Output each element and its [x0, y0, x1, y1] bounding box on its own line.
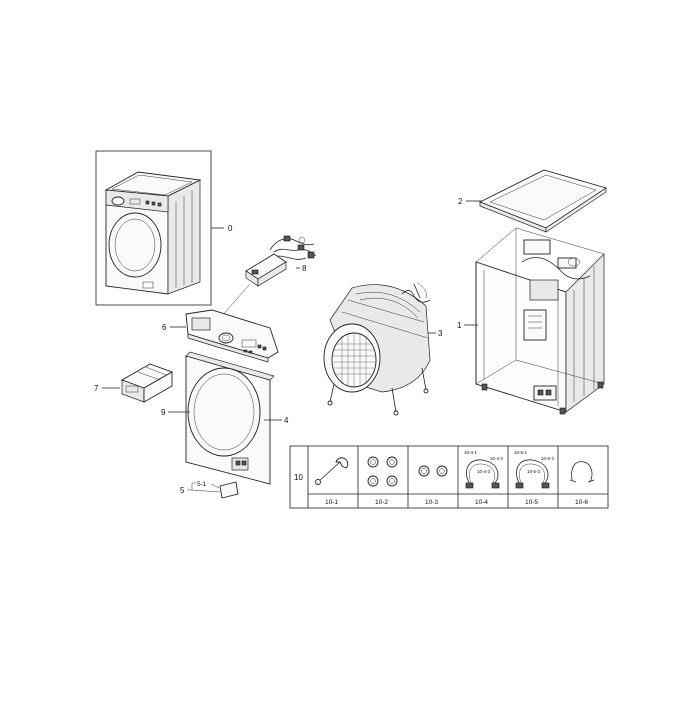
part-8-control-module: 8: [219, 235, 317, 319]
callout-6: 6: [162, 323, 167, 332]
callout-7: 7: [94, 384, 99, 393]
callout-4: 4: [284, 416, 289, 425]
detergent-handle-opening: [191, 317, 211, 331]
accessory-table-border: [289, 445, 609, 509]
hot-water-hose-illustration: 10-5-1 10-5-2 10-5-3: [514, 450, 555, 489]
caps-illustration: [367, 456, 398, 487]
accessory-col-10-5: 10-5: [525, 499, 538, 506]
assembled-washer-view: 0: [95, 150, 233, 306]
part-7-detergent-drawer: 7: [94, 363, 174, 403]
accessory-col-10-4: 10-4: [475, 499, 488, 506]
part-5-filter-cap: 5-1 5: [180, 481, 239, 499]
part-6-control-panel: 6: [162, 309, 279, 363]
washer-control-strip: [105, 189, 169, 213]
part-1-cabinet: 1: [457, 227, 605, 415]
callout-2: 2: [458, 197, 463, 206]
front-door-ring: [187, 367, 261, 457]
part-3-tub-assembly: 3: [323, 282, 443, 416]
spanner-illustration: [315, 457, 349, 485]
display-window: [241, 339, 257, 348]
small-caps-illustration: [418, 465, 448, 477]
hose-label-10-4-1: 10-4-1: [464, 450, 478, 455]
hose-label-10-4-3: 10-4-3: [477, 469, 491, 474]
part-2-top-cover: 2: [458, 169, 608, 233]
callout-8: 8: [302, 264, 307, 273]
callout-0: 0: [228, 224, 233, 233]
cold-water-hose-illustration: 10-4-1 10-4-2 10-4-3: [464, 450, 504, 489]
hose-guide-illustration: [569, 461, 595, 483]
washer-door: [108, 212, 162, 278]
washer-dial-knob: [111, 196, 125, 206]
accessory-table: 10 10-1 10-2 10-3 10-4 10-5 10-6: [289, 445, 609, 509]
hose-label-10-5-2: 10-5-2: [541, 456, 555, 461]
accessory-row-label: 10: [294, 473, 303, 482]
callout-5-1: 5-1: [197, 481, 207, 488]
hose-label-10-5-1: 10-5-1: [514, 450, 528, 455]
hose-label-10-5-3: 10-5-3: [527, 469, 541, 474]
accessory-col-10-1: 10-1: [325, 499, 338, 506]
accessory-col-10-3: 10-3: [425, 499, 438, 506]
washer-filter-cover: [142, 281, 154, 289]
callout-9: 9: [161, 408, 166, 417]
callout-1: 1: [457, 321, 462, 330]
hose-label-10-4-2: 10-4-2: [490, 456, 504, 461]
callout-5: 5: [180, 486, 185, 495]
accessory-col-10-6: 10-6: [575, 499, 588, 506]
accessory-col-10-2: 10-2: [375, 499, 388, 506]
part-4-front-panel: 4 9: [161, 351, 289, 485]
program-dial: [218, 332, 234, 344]
callout-3: 3: [438, 329, 443, 338]
